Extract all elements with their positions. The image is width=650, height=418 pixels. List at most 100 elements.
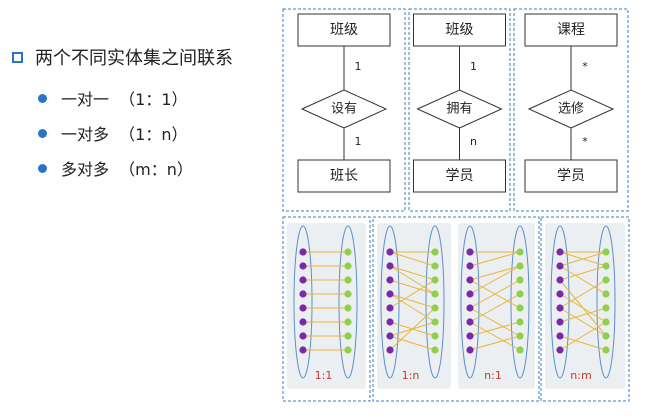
right-element-dot: [344, 290, 352, 298]
relationship-label: 选修: [558, 102, 584, 117]
right-element-dot: [344, 346, 352, 354]
mapping-link: [389, 307, 436, 351]
dashed-frame: [408, 8, 511, 212]
left-element-dot: [299, 346, 307, 354]
left-element-dot: [556, 290, 564, 298]
mapping-link: [469, 279, 521, 309]
relationship-diamond: [300, 89, 388, 129]
right-element-dot: [431, 262, 439, 270]
left-element-dot: [299, 304, 307, 312]
entity-box: [297, 13, 391, 47]
cardinality-label: *: [582, 60, 588, 73]
entity-box: [413, 159, 506, 193]
right-element-dot: [516, 276, 524, 284]
mapping-link: [469, 335, 521, 351]
mapping-ratio-label: 1:1: [315, 369, 333, 382]
mapping-ratio-label: n:1: [484, 369, 502, 382]
left-element-dot: [466, 318, 474, 326]
left-element-dot: [466, 346, 474, 354]
right-set-ellipse: [510, 225, 530, 379]
cardinality-label: 1: [470, 60, 477, 73]
left-element-dot: [556, 262, 564, 270]
right-element-dot: [602, 248, 610, 256]
dashed-frame: [513, 8, 629, 212]
dashed-frame: [282, 8, 406, 212]
right-set-ellipse: [338, 225, 358, 379]
entity-label: 班级: [330, 22, 358, 38]
left-element-dot: [386, 248, 394, 256]
right-element-dot: [431, 290, 439, 298]
cardinality-label: 1: [355, 135, 362, 148]
right-element-dot: [516, 262, 524, 270]
entity-box: [524, 13, 618, 47]
right-element-dot: [431, 346, 439, 354]
mapping-set-n-to-m: n:m: [545, 223, 625, 389]
left-element-dot: [556, 332, 564, 340]
left-element-dot: [386, 346, 394, 354]
mapping-link: [469, 251, 521, 267]
right-element-dot: [602, 290, 610, 298]
right-element-dot: [602, 346, 610, 354]
mapping-link: [559, 251, 607, 267]
left-element-dot: [386, 304, 394, 312]
left-element-dot: [299, 290, 307, 298]
left-element-dot: [299, 318, 307, 326]
left-element-dot: [556, 276, 564, 284]
mapping-link: [559, 265, 607, 295]
mapping-link: [389, 335, 436, 351]
cardinality-label: 1: [355, 60, 362, 73]
left-element-dot: [299, 276, 307, 284]
mapping-panel: [540, 216, 630, 402]
right-element-dot: [602, 304, 610, 312]
left-element-dot: [556, 346, 564, 354]
mapping-link: [559, 279, 607, 337]
cardinality-label: *: [582, 135, 588, 148]
left-set-ellipse: [460, 225, 480, 379]
right-element-dot: [344, 262, 352, 270]
entity-label: 班级: [446, 22, 474, 38]
mapping-link: [389, 293, 436, 323]
right-set-ellipse: [596, 225, 616, 379]
dashed-frame: [372, 216, 540, 402]
entity-label: 学员: [446, 168, 474, 184]
bullet-item: 多对多 （m：n）: [38, 156, 193, 180]
mapping-set-1-to-1: 1:1: [287, 223, 366, 389]
mapping-ratio-label: 1:n: [402, 369, 420, 382]
entity-box: [524, 159, 618, 193]
left-element-dot: [466, 304, 474, 312]
mapping-link: [389, 279, 436, 295]
entity-label: 课程: [557, 22, 585, 38]
mapping-link: [469, 321, 521, 351]
left-element-dot: [386, 332, 394, 340]
right-element-dot: [516, 318, 524, 326]
relationship-diamond: [527, 89, 615, 129]
dashed-frame: [540, 216, 630, 402]
entity-label: 学员: [557, 168, 585, 184]
mapping-panel: [372, 216, 540, 402]
right-element-dot: [602, 332, 610, 340]
left-element-dot: [556, 304, 564, 312]
left-set-ellipse: [293, 225, 313, 379]
right-element-dot: [344, 248, 352, 256]
right-element-dot: [602, 318, 610, 326]
mapping-link: [559, 265, 607, 281]
mapping-background: [545, 223, 625, 389]
bullet-item: 一对一 （1：1）: [38, 86, 188, 110]
mapping-set-n-to-1: n:1: [458, 223, 535, 389]
relationship-label: 拥有: [446, 102, 472, 117]
left-element-dot: [466, 262, 474, 270]
right-element-dot: [344, 332, 352, 340]
mapping-diagrams: 1:1 1:n n:1 n:m: [282, 216, 630, 402]
bullet-dot-icon: [38, 128, 47, 138]
heading-text: 两个不同实体集之间联系: [35, 48, 233, 69]
bullet-text: 一对一 （1：1）: [61, 90, 188, 109]
right-element-dot: [516, 304, 524, 312]
mapping-panel: [282, 216, 371, 402]
right-element-dot: [431, 248, 439, 256]
left-element-dot: [386, 318, 394, 326]
left-element-dot: [556, 318, 564, 326]
right-element-dot: [431, 318, 439, 326]
